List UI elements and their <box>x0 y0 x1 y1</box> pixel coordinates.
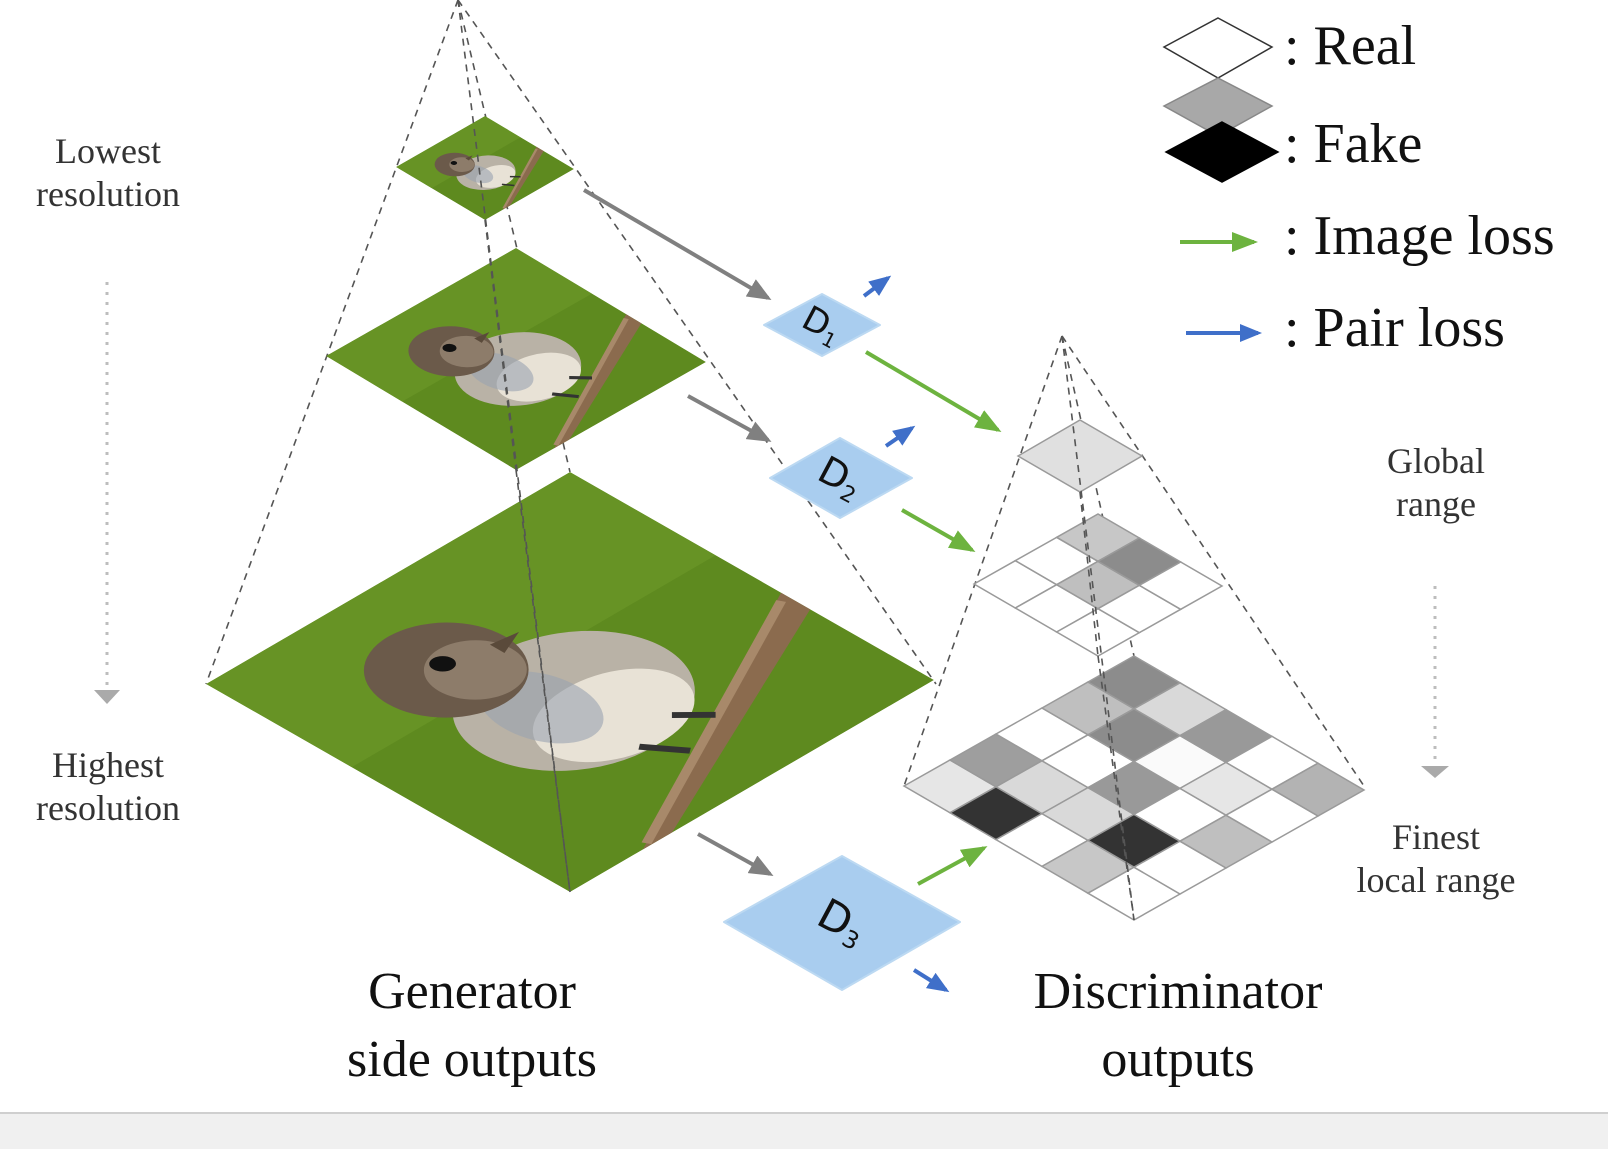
discriminator-caption-line1: Discriminator <box>1033 963 1323 1020</box>
bird-image <box>206 472 934 892</box>
legend-real-label: : Real <box>1284 15 1417 77</box>
pyramid-edge <box>457 0 937 685</box>
generator-pyramid-front-lines <box>457 0 571 893</box>
discriminator-output-grids <box>902 419 1366 921</box>
global-range-label: Global range <box>1336 440 1536 526</box>
lowest-resolution-label: Lowest resolution <box>8 130 208 216</box>
finest-local-range-label: Finest local range <box>1318 816 1554 902</box>
pair-loss-arrows <box>862 275 950 993</box>
discriminator-caption: Discriminator outputs <box>988 958 1368 1093</box>
discriminator-d2: D2 <box>769 437 913 519</box>
generator-caption-line1: Generator <box>368 963 576 1020</box>
legend-fake-label: : Fake <box>1284 113 1423 175</box>
finest-label-line2: local range <box>1356 860 1516 901</box>
pyramid-edge <box>484 219 517 471</box>
pyramid-edge <box>205 0 459 685</box>
pyramid-edge <box>1097 655 1135 921</box>
discriminator-d3: D3 <box>723 855 961 991</box>
pyramid-edge <box>515 469 571 893</box>
pyramid-edge <box>903 335 1063 787</box>
finest-label-line1: Finest <box>1391 817 1480 857</box>
discriminator-grid-level-2 <box>972 513 1224 657</box>
generator-caption-line2: side outputs <box>347 1030 597 1088</box>
legend-fake-black-swatch <box>1164 121 1280 183</box>
legend-real-swatch <box>1162 17 1274 79</box>
pyramid-edge <box>457 0 571 893</box>
resolution-progression-arrow <box>94 282 120 704</box>
generator-output-level-2 <box>326 248 706 470</box>
discriminator-grid-level-3 <box>902 655 1366 921</box>
discriminator-pyramid-front-lines <box>1061 335 1135 921</box>
discriminator-patch <box>1137 561 1224 611</box>
highest-label-line2: resolution <box>36 788 180 829</box>
flow-arrow-1 <box>582 188 772 301</box>
image-loss-arrows <box>864 350 1002 886</box>
bird-image <box>326 248 706 470</box>
discriminator-caption-line2: outputs <box>1101 1030 1255 1088</box>
legend-image-loss-label: : Image loss <box>1284 205 1555 267</box>
generator-caption: Generator side outputs <box>292 958 652 1093</box>
global-label-line1: Global <box>1387 441 1485 481</box>
lowest-label-line1: Lowest <box>55 131 161 171</box>
pyramid-edge <box>1079 491 1099 657</box>
flow-arrow-3 <box>697 832 774 876</box>
global-label-line2: range <box>1396 484 1476 525</box>
discriminator-patch <box>1016 419 1144 493</box>
bird-image <box>396 116 574 220</box>
highest-label-line1: Highest <box>52 745 164 785</box>
generator-output-level-1 <box>396 116 574 220</box>
lowest-label-line2: resolution <box>36 174 180 215</box>
discriminator-grid-level-1 <box>1016 419 1144 493</box>
legend-pair-loss-label: : Pair loss <box>1284 297 1505 359</box>
discriminator-patch <box>1270 762 1366 817</box>
range-progression-arrow <box>1421 586 1449 778</box>
generator-to-discriminator-arrows <box>582 188 774 876</box>
discriminator-d1: D1 <box>763 293 881 357</box>
generator-output-level-3 <box>206 472 934 892</box>
legend <box>1162 17 1280 342</box>
flow-arrow-2 <box>687 394 772 442</box>
highest-resolution-label: Highest resolution <box>8 744 208 830</box>
window-bottom-edge <box>0 1112 1608 1149</box>
